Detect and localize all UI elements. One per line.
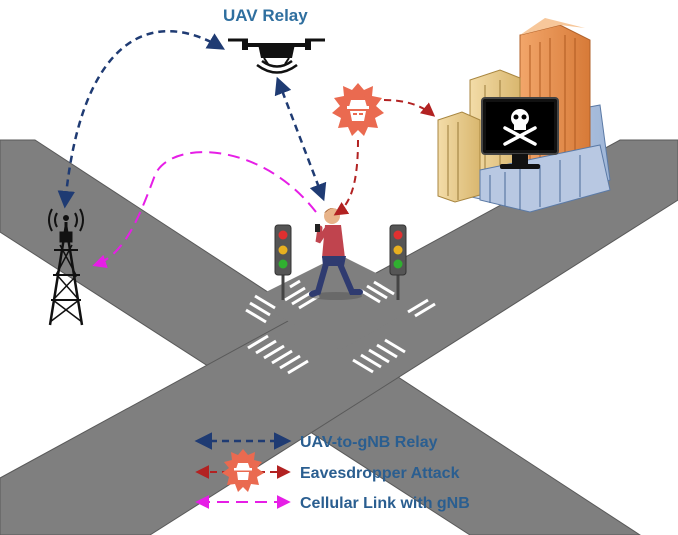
legend-cellular-label: Cellular Link with gNB (300, 495, 470, 512)
relay-link-drone-person (274, 76, 327, 202)
legend-attack-swatch (195, 449, 291, 492)
hacker-icon (222, 449, 264, 492)
attack-link-to-person (333, 139, 359, 216)
cell-tower-icon (48, 208, 84, 326)
diagram-title: UAV Relay (223, 6, 308, 25)
crosswalk-right (407, 298, 436, 318)
relay-link-drone-tower (57, 29, 226, 209)
legend-attack-label: Eavesdropper Attack (300, 465, 460, 482)
crosswalk-left (245, 294, 276, 324)
skull-monitor-icon (481, 97, 559, 169)
drone-icon (228, 38, 325, 74)
attack-link-to-server (383, 99, 436, 117)
hacker-icon (332, 83, 384, 136)
legend-relay-label: UAV-to-gNB Relay (300, 434, 438, 451)
intersection-center (250, 255, 430, 350)
legend: UAV-to-gNB Relay Eavesdropper Attack Cel… (194, 432, 470, 512)
crosswalk-bottom-left (247, 334, 309, 375)
crosswalk-bottom-right (352, 338, 406, 374)
cellular-link-person-tower (92, 151, 317, 269)
road-intersection (0, 139, 678, 535)
traffic-light-icon (274, 224, 292, 300)
traffic-light-icon (389, 224, 407, 300)
